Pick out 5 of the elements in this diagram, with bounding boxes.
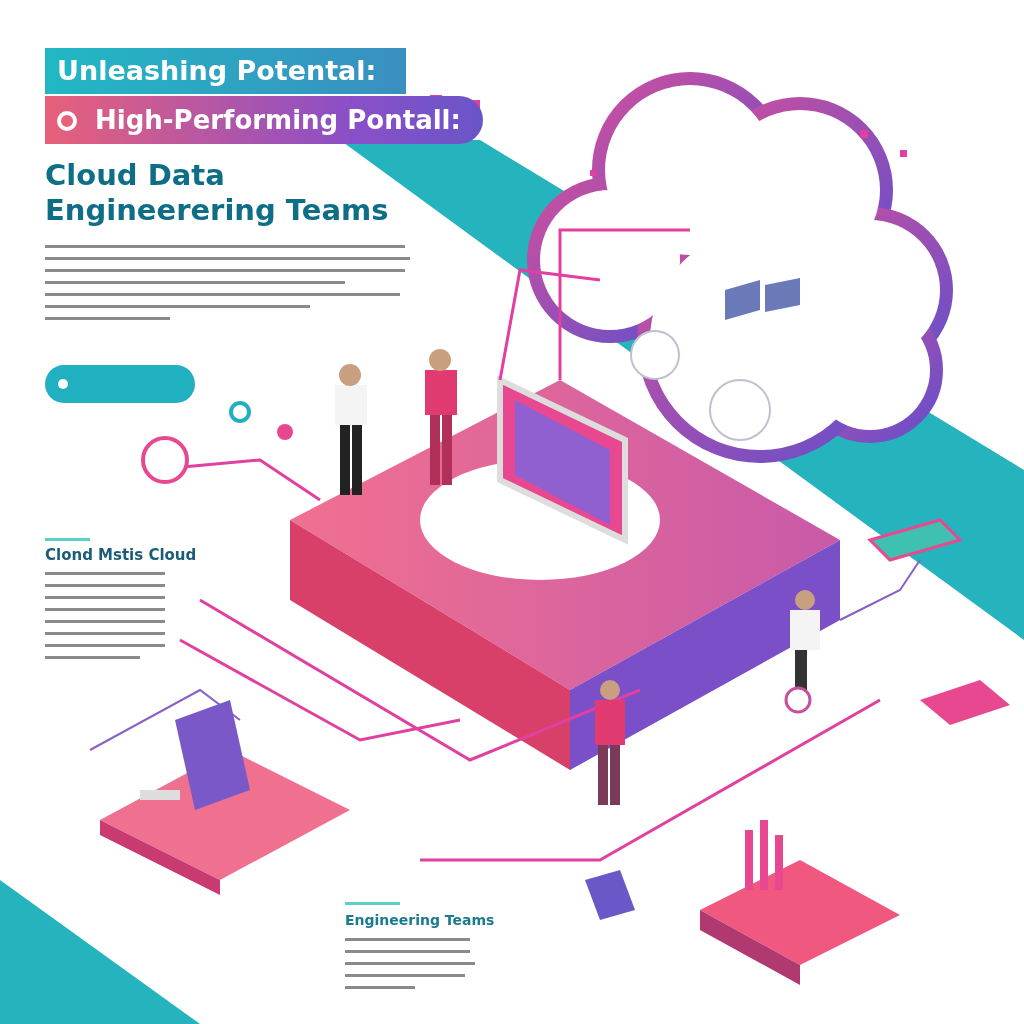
banner-heading: Unleashing Potental:: [45, 48, 407, 94]
section-heading: Engineering Teams: [345, 912, 495, 928]
section-heading: Clond Mstis Cloud: [45, 546, 197, 564]
page-title: Cloud Data Engineerering Teams: [45, 158, 390, 228]
banner-subheading: High-Performing Pontall:: [45, 96, 483, 144]
